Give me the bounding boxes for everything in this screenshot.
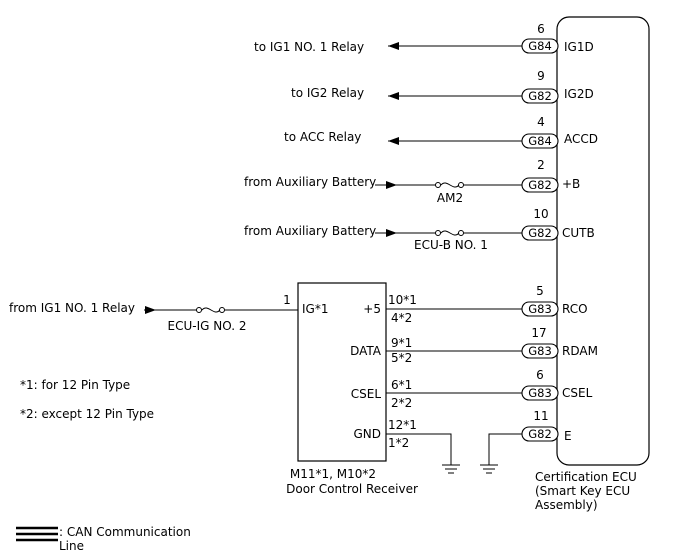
- terminal-csel: CSEL 6*1 2*2 6 G83 CSEL: [351, 368, 593, 410]
- receiver-pin-data-num1: 9*1: [391, 336, 412, 350]
- cutb-source: from Auxiliary Battery: [244, 224, 376, 238]
- legend-label-line-2: Line: [59, 539, 84, 553]
- accd-pin-number: 4: [537, 115, 545, 129]
- note-except-12-pin: *2: except 12 Pin Type: [20, 407, 154, 421]
- receiver-pin-gnd-num1: 12*1: [388, 418, 417, 432]
- ig1d-terminal-name: IG1D: [564, 40, 594, 54]
- ig1d-pin-number: 6: [537, 22, 545, 36]
- ig-feed: from IG1 NO. 1 Relay ECU-IG NO. 2: [9, 301, 298, 333]
- connector-g82-icon: [521, 177, 559, 193]
- receiver-pin-csel-num1: 6*1: [391, 378, 412, 392]
- accd-terminal-name: ACCD: [564, 132, 598, 146]
- rco-terminal-name: RCO: [562, 302, 588, 316]
- receiver-pin-gnd-label: GND: [353, 427, 381, 441]
- fuse-am2-icon: [435, 182, 441, 188]
- terminal-plus-b: from Auxiliary Battery AM2 2 G82 +B: [244, 158, 580, 205]
- arrow-left-icon: [388, 42, 399, 50]
- arrow-left-icon: [388, 137, 399, 145]
- plus-b-pin-number: 2: [537, 158, 545, 172]
- csel-terminal-name: CSEL: [562, 386, 593, 400]
- fuse-ecu-b-icon: [435, 230, 441, 236]
- ground-icon: [442, 464, 460, 474]
- receiver-ig-pin-label: IG*1: [302, 302, 328, 316]
- ecu-name-line-2: (Smart Key ECU: [535, 484, 630, 498]
- receiver-pin-plus5-num1: 10*1: [388, 293, 417, 307]
- terminal-cutb: from Auxiliary Battery ECU-B NO. 1 10 G8…: [244, 207, 595, 252]
- fuse-ecu-ig-icon: [196, 307, 202, 313]
- cutb-connector-label: G82: [528, 226, 552, 240]
- ig-feed-source: from IG1 NO. 1 Relay: [9, 301, 135, 315]
- connector-g84-icon: [521, 133, 559, 149]
- rdam-connector-label: G83: [528, 344, 552, 358]
- connector-g83-icon: [521, 343, 559, 359]
- connector-g83-icon: [521, 385, 559, 401]
- e-terminal-name: E: [564, 429, 572, 443]
- rco-pin-number: 5: [536, 284, 544, 298]
- ground-icon: [480, 464, 498, 474]
- receiver-name: Door Control Receiver: [286, 482, 418, 496]
- csel-pin-number: 6: [536, 368, 544, 382]
- terminal-e: 11 G82 E: [480, 409, 572, 474]
- rco-connector-label: G83: [528, 302, 552, 316]
- connector-g83-icon: [521, 301, 559, 317]
- receiver-ig-pin-number: 1: [283, 293, 291, 307]
- terminal-ig1d: to IG1 NO. 1 Relay 6 G84 IG1D: [254, 22, 594, 54]
- fuse-ecu-ig-label: ECU-IG NO. 2: [168, 319, 247, 333]
- plus-b-terminal-name: +B: [562, 177, 580, 191]
- terminal-rdam: DATA 9*1 5*2 17 G83 RDAM: [350, 326, 598, 365]
- connector-g82-icon: [521, 88, 559, 104]
- ig2d-connector-label: G82: [528, 89, 552, 103]
- ig2d-pin-number: 9: [537, 69, 545, 83]
- legend-label-line-1: : CAN Communication: [59, 525, 191, 539]
- legend-can-line: : CAN Communication Line: [16, 525, 191, 553]
- e-connector-label: G82: [528, 427, 552, 441]
- accd-destination: to ACC Relay: [284, 130, 361, 144]
- terminal-accd: to ACC Relay 4 G84 ACCD: [284, 115, 598, 149]
- connector-g84-icon: [521, 38, 559, 54]
- door-control-receiver-box: [297, 282, 387, 462]
- ig2d-destination: to IG2 Relay: [291, 86, 364, 100]
- connector-g82-icon: [521, 426, 559, 442]
- receiver-part-label: M11*1, M10*2: [290, 467, 376, 481]
- ecu-name-line-1: Certification ECU: [535, 470, 637, 484]
- receiver-pin-plus5-label: +5: [363, 302, 381, 316]
- receiver-ground: GND 12*1 1*2: [353, 418, 460, 474]
- receiver-pin-csel-label: CSEL: [351, 387, 382, 401]
- receiver-pin-data-label: DATA: [350, 344, 382, 358]
- receiver-pin-gnd-num2: 1*2: [388, 436, 409, 450]
- rdam-terminal-name: RDAM: [562, 344, 598, 358]
- e-pin-number: 11: [533, 409, 548, 423]
- receiver-pin-csel-num2: 2*2: [391, 396, 412, 410]
- ig1d-destination: to IG1 NO. 1 Relay: [254, 40, 364, 54]
- fuse-am2-label: AM2: [437, 191, 463, 205]
- ig2d-terminal-name: IG2D: [564, 87, 594, 101]
- arrow-right-icon: [386, 181, 397, 189]
- ecu-name-line-3: Assembly): [535, 498, 598, 512]
- terminal-rco: +5 10*1 4*2 5 G83 RCO: [363, 284, 587, 325]
- ig1d-connector-label: G84: [528, 39, 552, 53]
- rdam-pin-number: 17: [531, 326, 546, 340]
- csel-connector-label: G83: [528, 386, 552, 400]
- receiver-pin-plus5-num2: 4*2: [391, 311, 412, 325]
- fuse-ecu-b-label: ECU-B NO. 1: [414, 238, 488, 252]
- plus-b-connector-label: G82: [528, 178, 552, 192]
- accd-connector-label: G84: [528, 134, 552, 148]
- arrow-left-icon: [388, 92, 399, 100]
- cutb-pin-number: 10: [533, 207, 548, 221]
- note-12-pin: *1: for 12 Pin Type: [20, 378, 130, 392]
- connector-g82-icon: [521, 225, 559, 241]
- terminal-ig2d: to IG2 Relay 9 G82 IG2D: [291, 69, 594, 104]
- receiver-pin-data-num2: 5*2: [391, 351, 412, 365]
- cutb-terminal-name: CUTB: [562, 226, 595, 240]
- plus-b-source: from Auxiliary Battery: [244, 175, 376, 189]
- certification-ecu-box: [556, 16, 650, 466]
- arrow-right-icon: [386, 229, 397, 237]
- arrow-right-icon: [145, 306, 156, 314]
